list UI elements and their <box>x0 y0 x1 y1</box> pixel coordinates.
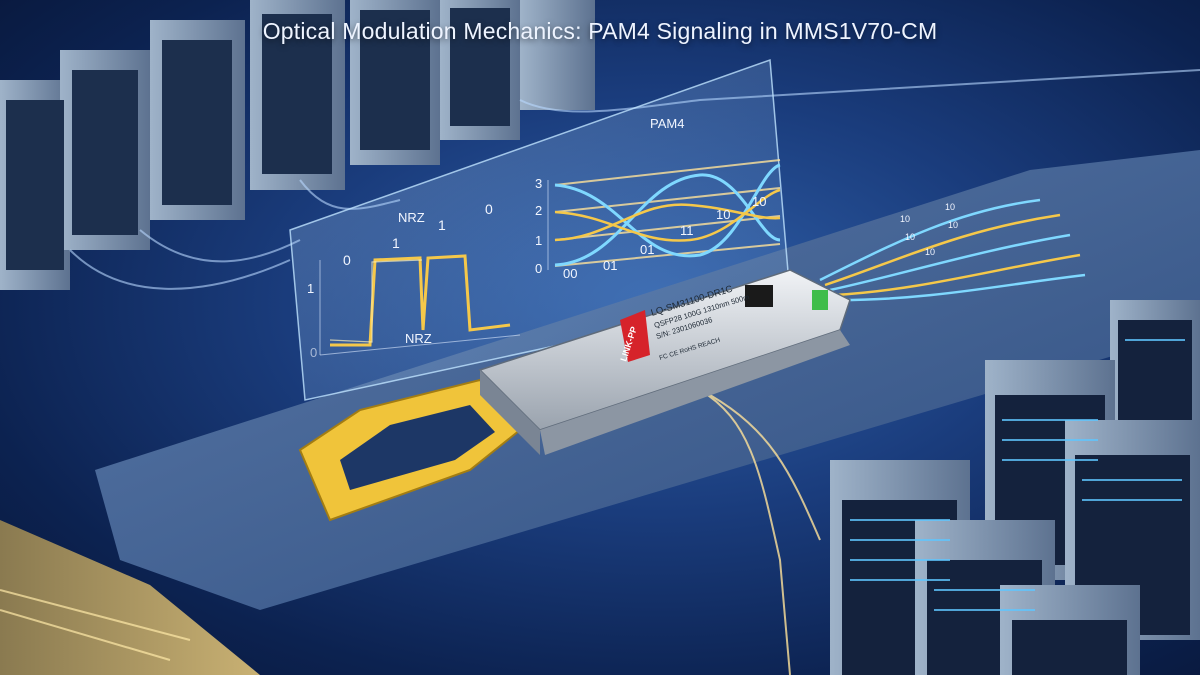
nrz-title-bottom: NRZ <box>405 331 432 346</box>
pam4-level-2: 2 <box>535 203 542 218</box>
pam4-title: PAM4 <box>650 116 684 131</box>
output-fibers <box>819 198 1086 302</box>
page-title: Optical Modulation Mechanics: PAM4 Signa… <box>262 18 938 44</box>
pam4-symbol-5: 10 <box>752 194 766 209</box>
pam4-symbol-0: 00 <box>563 266 577 281</box>
server-rack-row-back <box>0 0 595 290</box>
brand-label-badge <box>620 310 650 362</box>
pam4-level-0: 0 <box>535 261 542 276</box>
nrz-waveform <box>319 254 521 356</box>
fiber-label-3: 10 <box>905 232 915 242</box>
pam4-level-3: 3 <box>535 176 542 191</box>
fiber-label-4: 10 <box>948 220 958 230</box>
fiber-label-2: 10 <box>945 202 955 212</box>
pam4-eye-diagram <box>547 159 781 270</box>
nrz-level-1: 1 <box>307 281 314 296</box>
qr-code-icon <box>745 285 773 307</box>
pam4-symbol-4: 10 <box>716 207 730 222</box>
nrz-bit-0: 0 <box>343 252 351 268</box>
connector-indicator <box>812 290 828 310</box>
qsfp-module <box>298 269 851 522</box>
fiber-label-1: 10 <box>900 214 910 224</box>
pam4-symbol-2: 01 <box>640 242 654 257</box>
fiber-duct <box>0 520 260 675</box>
nrz-level-0: 0 <box>310 345 317 360</box>
nrz-bit-3: 0 <box>485 201 493 217</box>
tray-traces <box>699 389 821 675</box>
pam4-level-1: 1 <box>535 233 542 248</box>
pam4-symbol-1: 01 <box>603 258 617 273</box>
nrz-bit-2: 1 <box>438 217 446 233</box>
pam4-symbol-3: 11 <box>680 223 694 238</box>
fiber-label-5: 10 <box>925 247 935 257</box>
nrz-bit-1: 1 <box>392 235 400 251</box>
nrz-title-top: NRZ <box>398 210 425 225</box>
server-cluster-foreground <box>830 300 1200 675</box>
